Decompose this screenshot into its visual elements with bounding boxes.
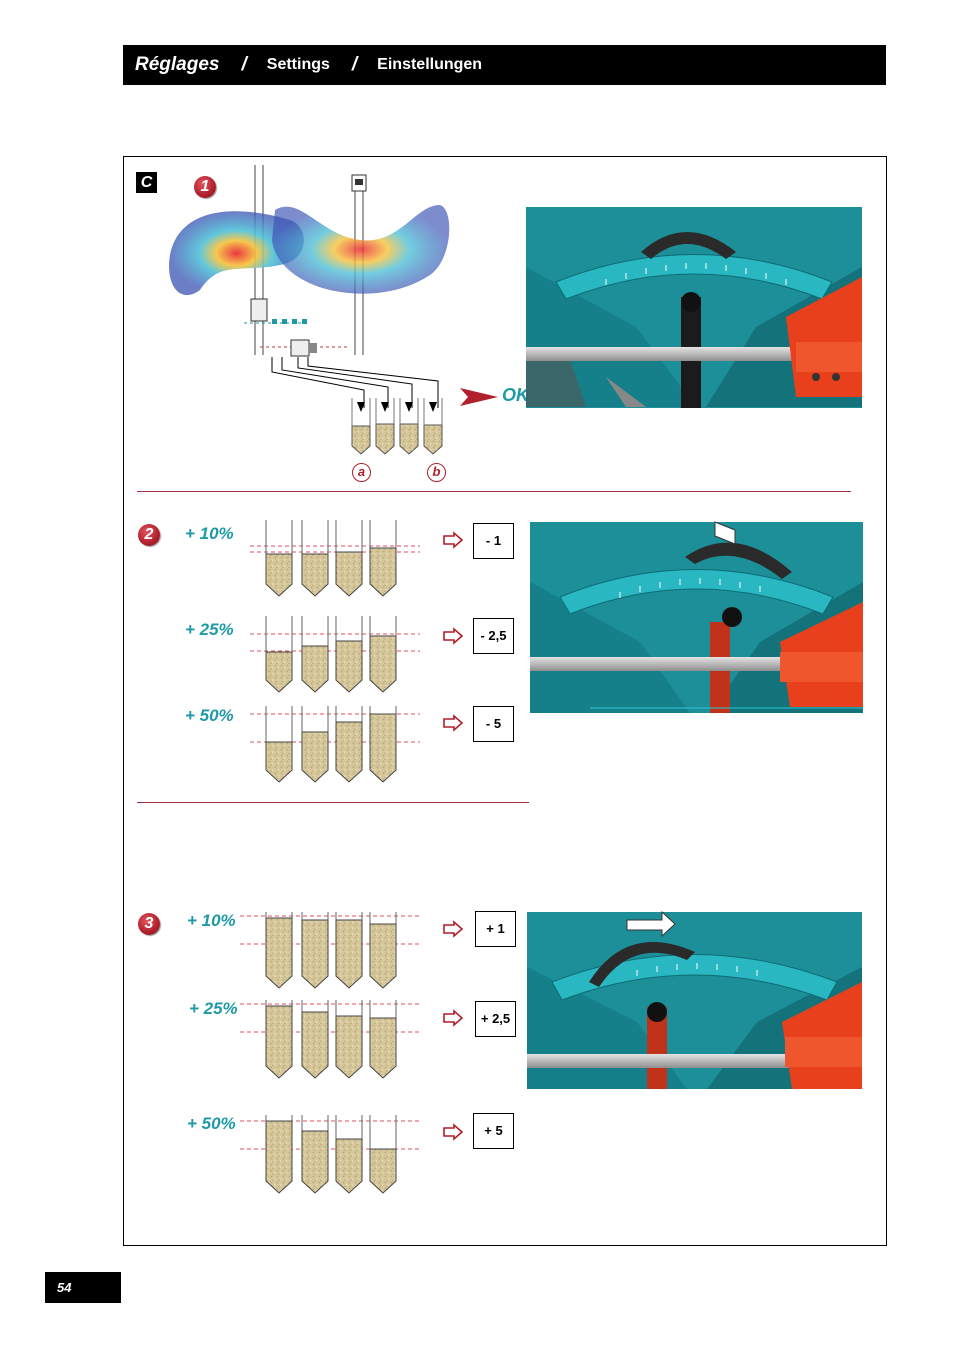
- section-divider: [137, 491, 851, 492]
- page-header: Réglages / Settings / Einstellungen: [123, 45, 886, 85]
- header-separator: /: [351, 54, 358, 75]
- page-number: 54: [45, 1272, 121, 1303]
- arrow-right-icon: [443, 1010, 463, 1026]
- ok-arrow-icon: [460, 388, 498, 406]
- arrow-right-icon: [443, 1124, 463, 1140]
- tray: [375, 398, 395, 455]
- tray: [423, 398, 443, 455]
- trays-row: [250, 616, 420, 693]
- ok-label: OK: [502, 385, 529, 405]
- section-letter: C: [136, 172, 157, 193]
- header-title-de: Einstellungen: [377, 56, 483, 73]
- arrow-right-icon: [443, 715, 463, 731]
- adjust-value-box: + 1: [475, 911, 516, 947]
- collection-trays-step1: [351, 398, 443, 455]
- trays-row: [240, 1115, 420, 1194]
- header-title-en: Settings: [266, 56, 330, 73]
- header-title-fr: Réglages: [135, 54, 220, 75]
- trays-row: [250, 706, 420, 783]
- section-divider: [137, 802, 529, 803]
- trays-row: [240, 1000, 420, 1079]
- percent-label: + 50%: [185, 706, 234, 725]
- step-badge-3: 3: [138, 913, 160, 935]
- arrow-right-icon: [443, 532, 463, 548]
- adjust-value-box: + 2,5: [475, 1001, 516, 1037]
- step-badge-1: 1: [194, 176, 216, 198]
- percent-label: + 25%: [189, 999, 238, 1018]
- adjust-value-box: - 5: [473, 706, 514, 742]
- machine-photo-step2: [530, 521, 863, 713]
- step-badge-2: 2: [138, 524, 160, 546]
- machine-photo-step3: [527, 910, 862, 1089]
- tray: [351, 398, 371, 455]
- spread-pattern-diagram: [169, 165, 450, 408]
- tray: [399, 398, 419, 455]
- adjust-value-box: - 2,5: [473, 618, 514, 654]
- adjust-value-box: + 5: [473, 1113, 514, 1149]
- header-separator: /: [241, 54, 247, 75]
- figure-frame: [123, 156, 887, 1246]
- percent-label: + 10%: [187, 911, 236, 930]
- percent-label: + 10%: [185, 524, 234, 543]
- trays-row: [240, 912, 420, 989]
- machine-photo-step1: [526, 207, 862, 408]
- percent-label: + 25%: [185, 620, 234, 639]
- percent-label: + 50%: [187, 1114, 236, 1133]
- arrow-right-icon: [443, 921, 463, 937]
- label-a: a: [352, 463, 371, 482]
- adjust-value-box: - 1: [473, 523, 514, 559]
- label-b: b: [427, 463, 446, 482]
- arrow-right-icon: [443, 628, 463, 644]
- trays-row: [250, 520, 420, 597]
